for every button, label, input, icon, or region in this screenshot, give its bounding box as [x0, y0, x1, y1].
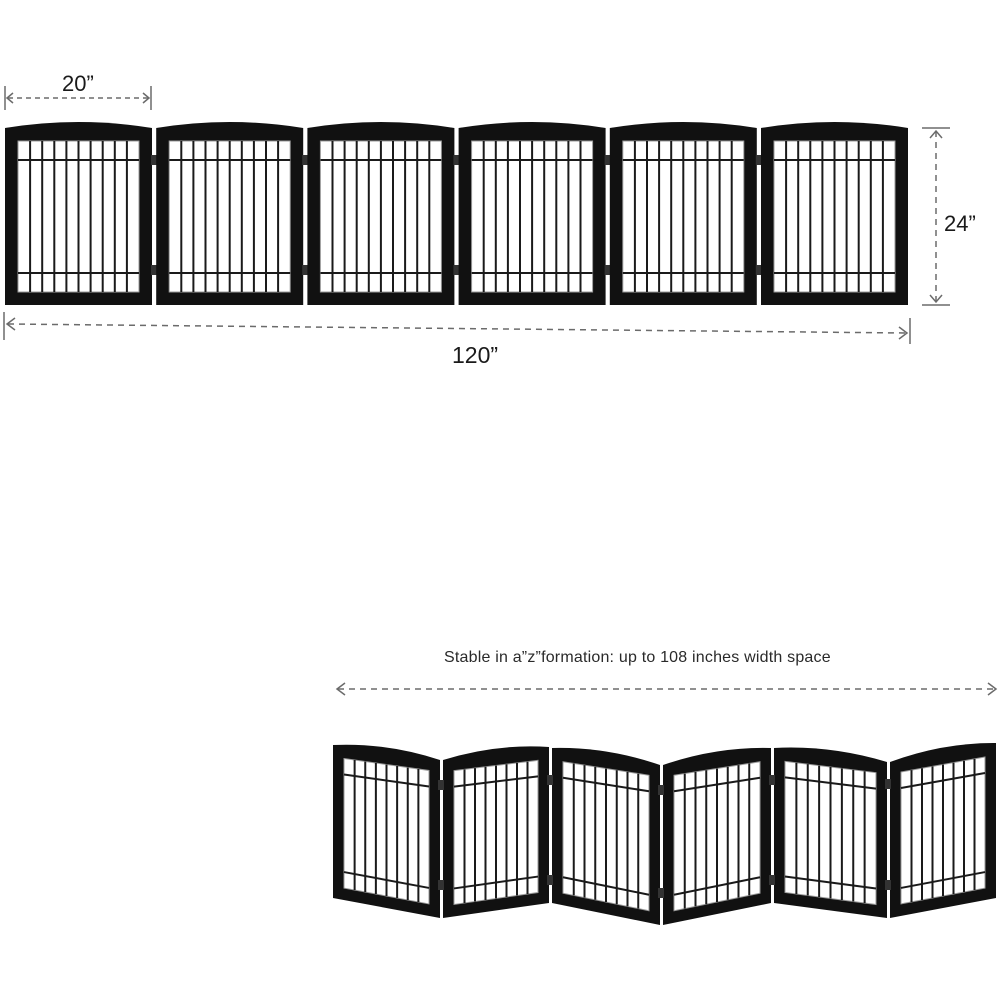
- hinge-icon: [755, 265, 762, 275]
- hinge-icon: [658, 785, 664, 795]
- gate-panel: [458, 122, 606, 305]
- gate-panel: [333, 744, 440, 918]
- hinge-icon: [885, 779, 891, 789]
- hinge-icon: [547, 775, 553, 785]
- z-formation-caption: Stable in a”z”formation: up to 108 inche…: [444, 649, 831, 666]
- gate-panel: [774, 747, 887, 918]
- hinge-icon: [438, 880, 444, 890]
- gate-panel: [443, 746, 549, 918]
- z-formation-gate: [333, 742, 996, 925]
- total-width-label: 120”: [452, 342, 499, 368]
- hinge-icon: [302, 155, 309, 165]
- panel-width-dimension: [4, 86, 152, 110]
- hinge-icon: [453, 155, 460, 165]
- hinge-icon: [438, 780, 444, 790]
- hinge-icon: [658, 888, 664, 898]
- panel-width-label: 20”: [62, 71, 94, 96]
- hinge-icon: [151, 155, 157, 165]
- straight-gate: [5, 122, 908, 305]
- gate-panel: [307, 122, 455, 305]
- hinge-icon: [302, 265, 309, 275]
- hinge-icon: [604, 155, 611, 165]
- gate-panel: [5, 122, 152, 305]
- gate-panel: [761, 122, 908, 305]
- hinge-icon: [885, 880, 891, 890]
- hinge-icon: [769, 775, 775, 785]
- hinge-icon: [547, 875, 553, 885]
- hinge-icon: [453, 265, 460, 275]
- height-label: 24”: [944, 211, 976, 236]
- gate-panel: [890, 742, 996, 918]
- z-formation-dimension: [335, 682, 998, 696]
- total-width-dimension: [3, 312, 911, 344]
- gate-panel: [663, 747, 771, 925]
- gate-panel: [609, 122, 757, 305]
- hinge-icon: [604, 265, 611, 275]
- height-dimension: [922, 127, 950, 306]
- gate-panel: [156, 122, 304, 305]
- hinge-icon: [769, 875, 775, 885]
- gate-panel: [552, 747, 660, 925]
- hinge-icon: [151, 265, 157, 275]
- hinge-icon: [755, 155, 762, 165]
